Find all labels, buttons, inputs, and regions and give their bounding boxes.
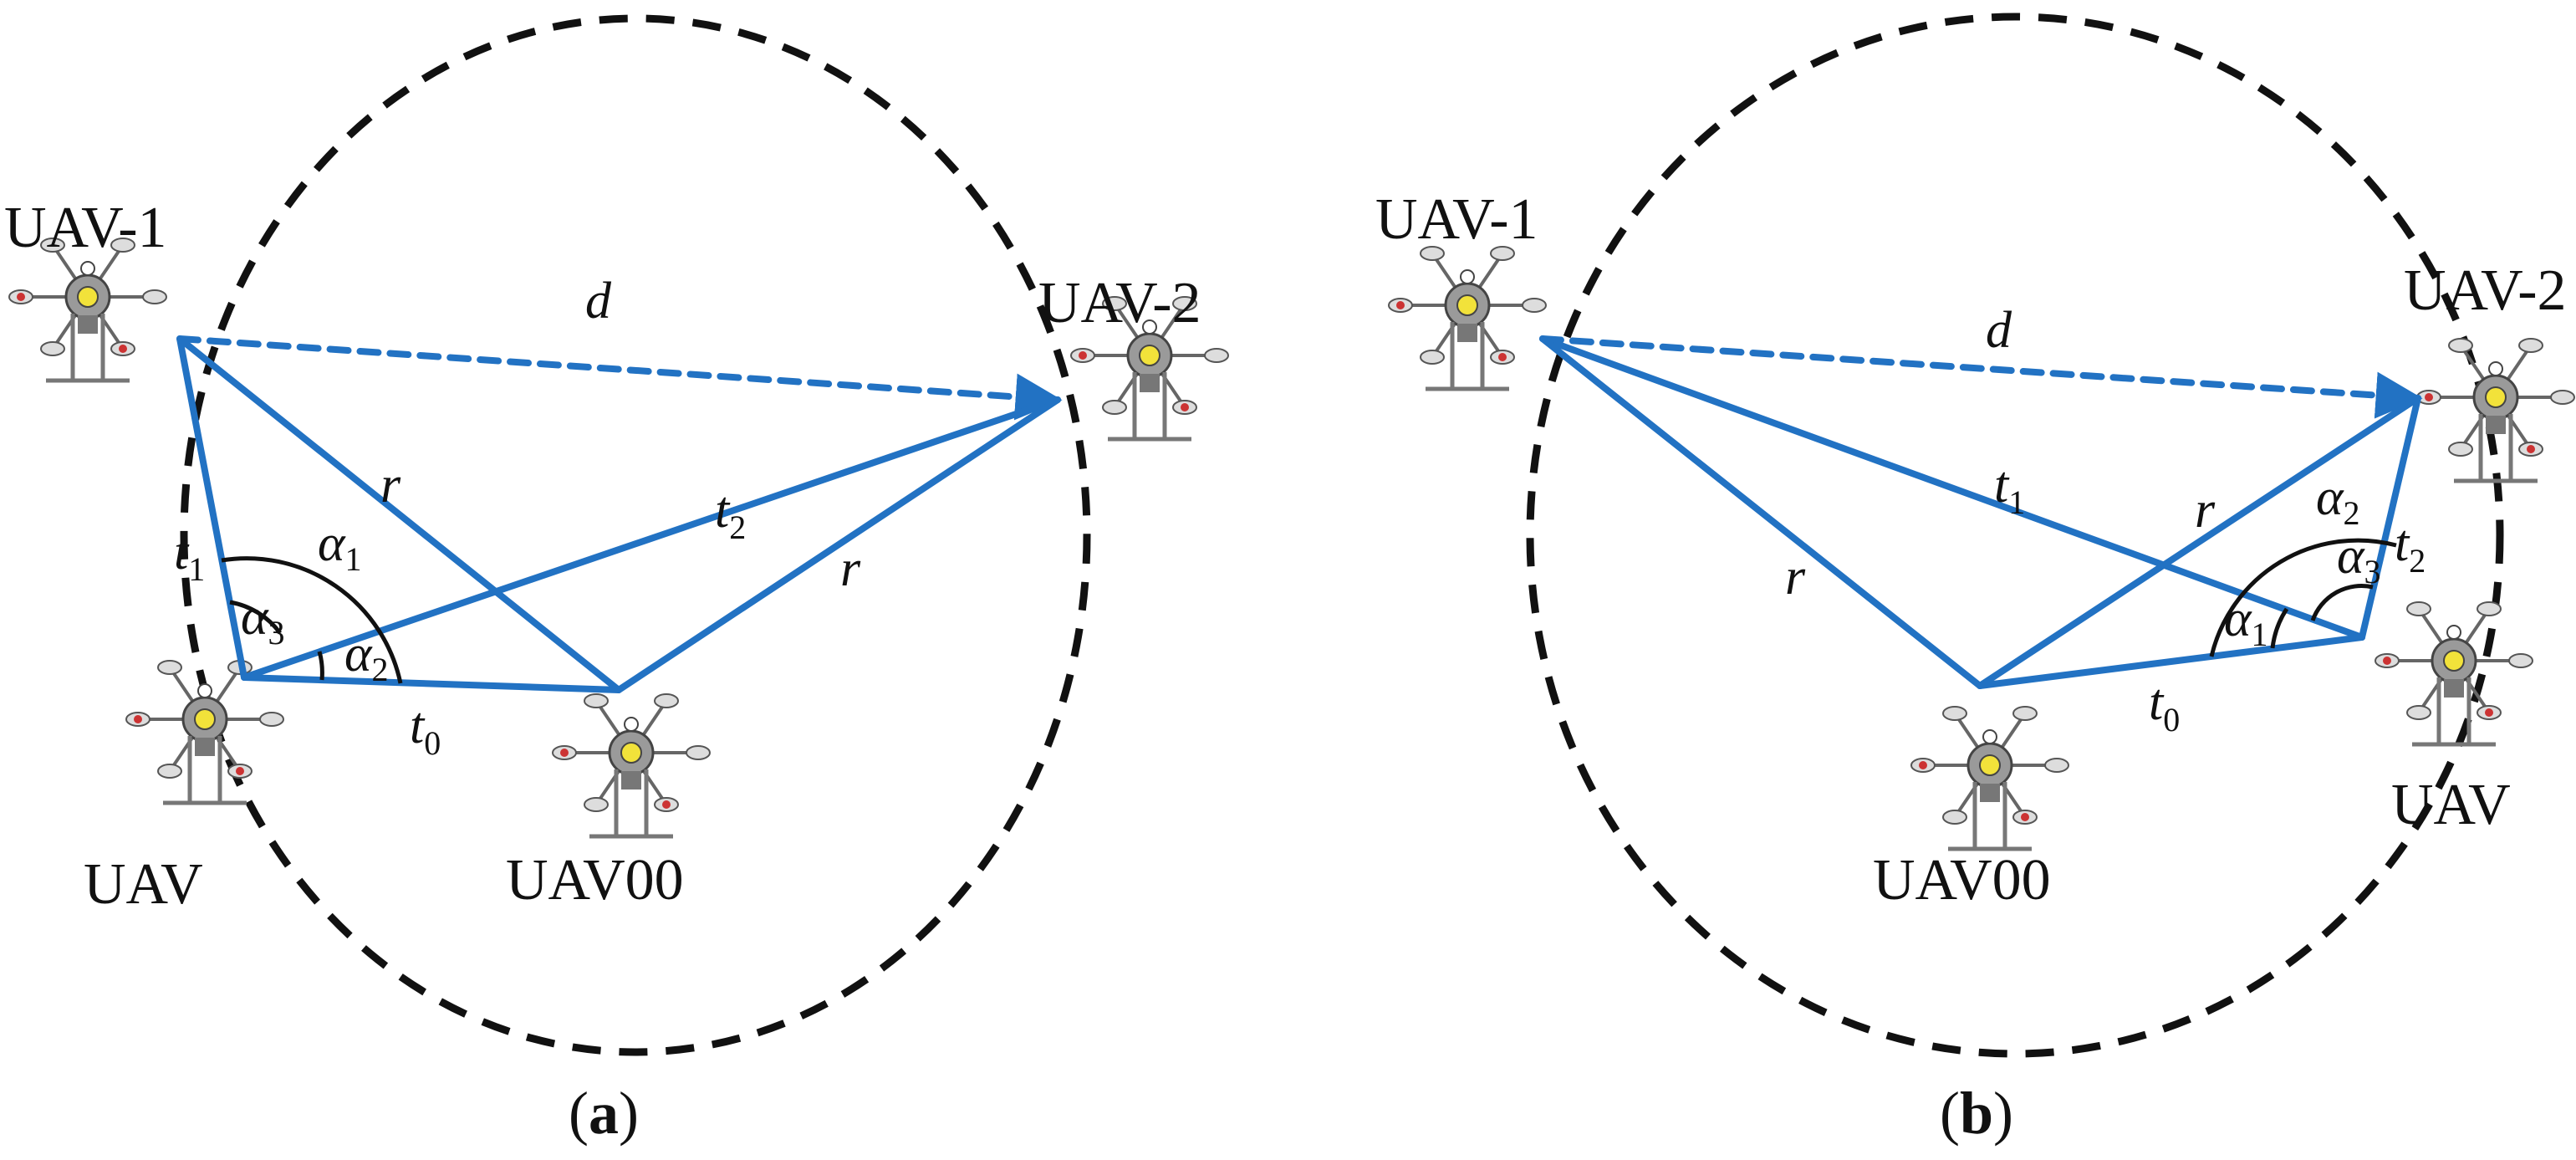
panel-a-label-r-right: r bbox=[840, 540, 861, 597]
panel-b-label-r-left: r bbox=[1785, 549, 1806, 606]
panel-a-label-uav2: UAV-2 bbox=[1038, 271, 1201, 335]
panel-a-edge-t0 bbox=[241, 674, 622, 693]
panel-a-arc-alpha3 bbox=[229, 600, 283, 635]
panel-b-edge-t0 bbox=[1977, 634, 2365, 689]
panel-b-label-uav1: UAV-1 bbox=[1375, 187, 1538, 252]
panel-a-edge-r-left bbox=[176, 335, 622, 693]
panel-a-uav00-drone bbox=[553, 694, 710, 836]
panel-a-label-d: d bbox=[585, 273, 612, 330]
panel-b-edge-r-right bbox=[1977, 395, 2421, 689]
panel-a-label-alpha1: α1 bbox=[318, 515, 362, 578]
panel-b-label-t2: t2 bbox=[2395, 515, 2426, 580]
panel-a-label-uav00: UAV00 bbox=[506, 848, 684, 912]
panel-b-edge-r-left bbox=[1539, 335, 1983, 689]
panel-b-caption: (b) bbox=[1940, 1080, 2013, 1147]
panel-b-label-d: d bbox=[1986, 302, 2012, 359]
panel-b-label-alpha1: α1 bbox=[2224, 590, 2268, 653]
panel-b-label-alpha3: α3 bbox=[2337, 528, 2381, 590]
panel-b-label-uav00: UAV00 bbox=[1873, 848, 2051, 912]
panel-a-range-circle bbox=[180, 14, 1091, 1056]
panel-b-uav-drone bbox=[2375, 602, 2533, 744]
panel-a-edge-t1 bbox=[176, 335, 247, 681]
panel-b-uav00-drone bbox=[1911, 707, 2068, 849]
panel-b-arc-alpha2 bbox=[2209, 538, 2397, 657]
panel-a: UAV-1 UAV-2 UAV UAV00 d r r t1 t2 t0 α1 … bbox=[4, 14, 1228, 1147]
panel-b-arc-alpha3 bbox=[2310, 584, 2374, 621]
panel-b-label-r-right: r bbox=[2195, 482, 2216, 539]
panel-b-label-alpha2: α2 bbox=[2316, 469, 2360, 532]
panel-a-edge-r-right bbox=[615, 396, 1061, 693]
panel-a-label-r-left: r bbox=[380, 457, 401, 514]
panel-a-arc-alpha1 bbox=[221, 556, 403, 684]
panel-a-label-alpha3: α3 bbox=[241, 589, 285, 652]
panel-b-uav1-drone bbox=[1389, 247, 1546, 389]
panel-b-edge-t2 bbox=[2359, 395, 2421, 641]
panel-b-label-uav2: UAV-2 bbox=[2404, 258, 2567, 323]
panel-a-label-t2: t2 bbox=[715, 482, 746, 546]
panel-b-label-t1: t1 bbox=[1994, 457, 2025, 521]
panel-b: UAV-1 UAV-2 UAV UAV00 d r r t1 t2 t0 α2 … bbox=[1375, 13, 2574, 1147]
panel-a-label-uav1: UAV-1 bbox=[4, 196, 167, 260]
panel-b-range-circle bbox=[1526, 13, 2504, 1058]
panel-b-label-t0: t0 bbox=[2149, 674, 2180, 738]
panel-b-edge-d bbox=[1539, 335, 2423, 419]
panel-b-label-uav: UAV bbox=[2391, 773, 2511, 837]
panel-a-label-t1: t1 bbox=[174, 524, 205, 588]
panel-a-edge-d bbox=[176, 335, 1063, 421]
panel-b-edge-t1 bbox=[1539, 335, 2365, 641]
panel-b-arc-alpha1 bbox=[2270, 607, 2289, 649]
panel-a-caption: (a) bbox=[569, 1080, 639, 1147]
panel-a-label-uav: UAV bbox=[84, 852, 203, 917]
panel-a-label-t0: t0 bbox=[410, 698, 441, 762]
panel-a-label-alpha2: α2 bbox=[344, 626, 389, 688]
panel-a-arc-alpha2 bbox=[317, 651, 324, 681]
panel-b-uav2-drone bbox=[2417, 339, 2574, 481]
